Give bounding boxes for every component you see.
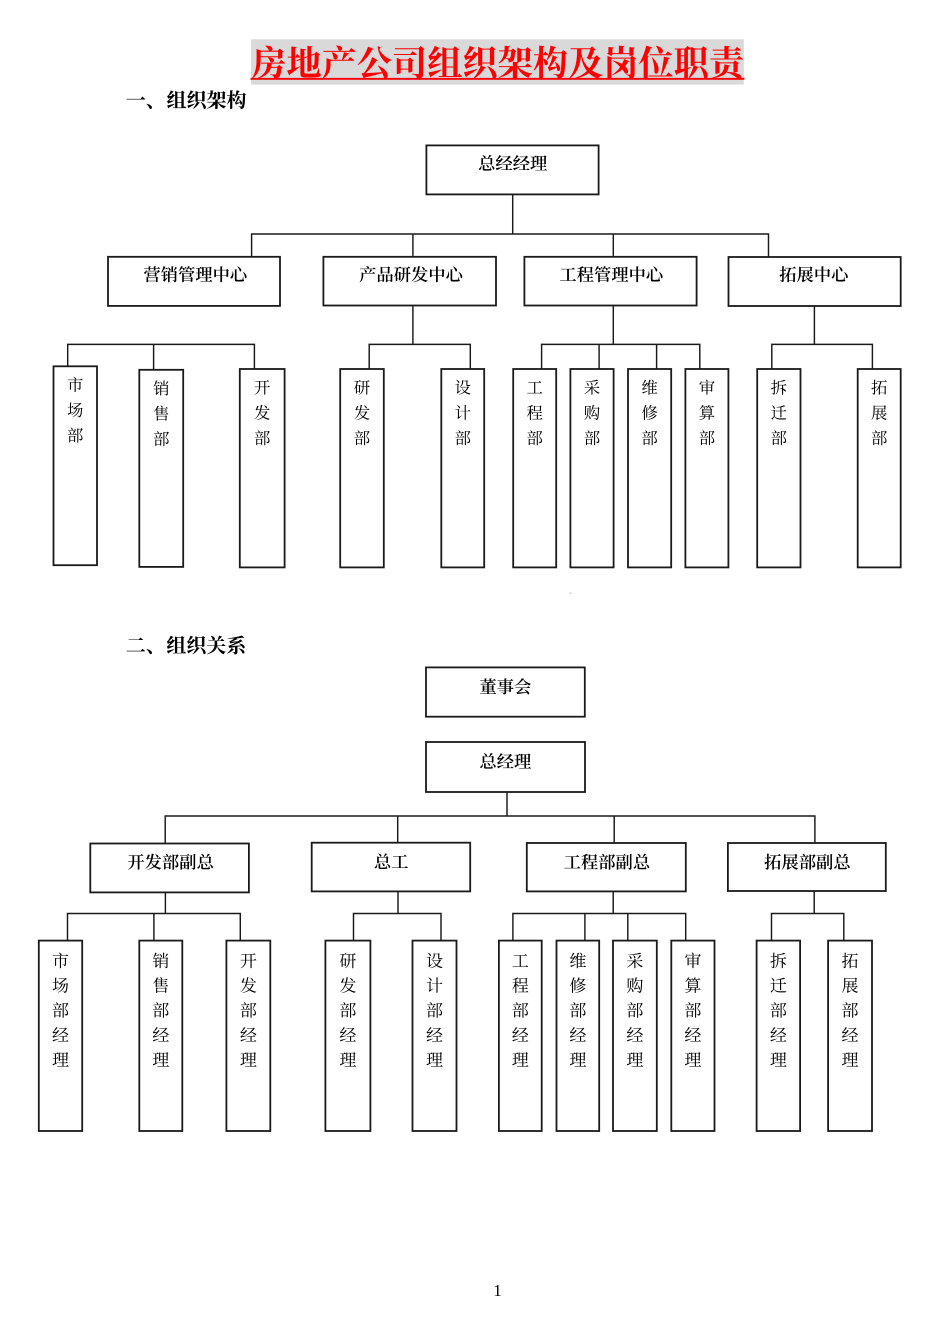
svg-text:1: 1 (493, 1281, 502, 1300)
